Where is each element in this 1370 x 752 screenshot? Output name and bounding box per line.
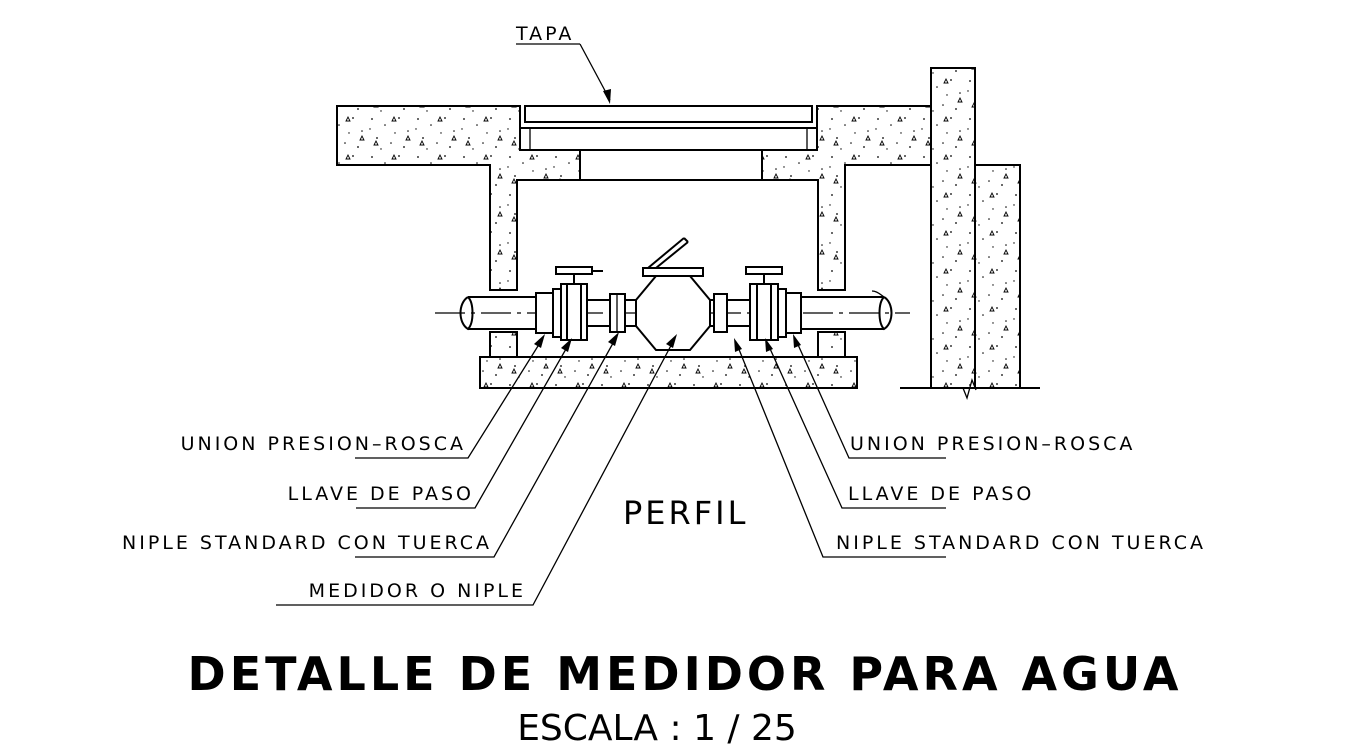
drawing-scale: ESCALA : 1 / 25 xyxy=(517,708,797,749)
right-niple xyxy=(713,293,728,333)
label-left-llave: LLAVE DE PASO xyxy=(288,483,474,505)
label-left-union: UNION PRESION–ROSCA xyxy=(181,433,466,455)
label-right-union: UNION PRESION–ROSCA xyxy=(850,433,1135,455)
right-union xyxy=(785,292,802,334)
label-right-niple: NIPLE STANDARD CON TUERCA xyxy=(836,532,1206,554)
box-right-wall xyxy=(761,105,932,291)
meter-box-structure xyxy=(336,67,1040,401)
box-inner-band xyxy=(579,149,763,181)
pipe-assembly xyxy=(435,237,910,351)
right-column xyxy=(930,67,976,389)
left-valve xyxy=(560,283,588,341)
left-union xyxy=(535,292,554,334)
right-valve xyxy=(749,283,779,341)
left-support xyxy=(489,331,518,358)
box-left-wall xyxy=(336,105,581,291)
right-support xyxy=(817,331,846,358)
label-tapa: TAPA xyxy=(515,23,574,45)
leader-lines xyxy=(276,43,946,606)
label-right-llave: LLAVE DE PASO xyxy=(848,483,1034,505)
drawing-title: DETALLE DE MEDIDOR PARA AGUA xyxy=(188,647,1183,701)
view-label: PERFIL xyxy=(623,494,748,532)
label-left-niple: NIPLE STANDARD CON TUERCA xyxy=(122,532,492,554)
label-medidor: MEDIDOR O NIPLE xyxy=(309,580,526,602)
right-column-step xyxy=(974,164,1021,389)
base-slab xyxy=(479,356,858,389)
cover-lid xyxy=(519,105,818,150)
